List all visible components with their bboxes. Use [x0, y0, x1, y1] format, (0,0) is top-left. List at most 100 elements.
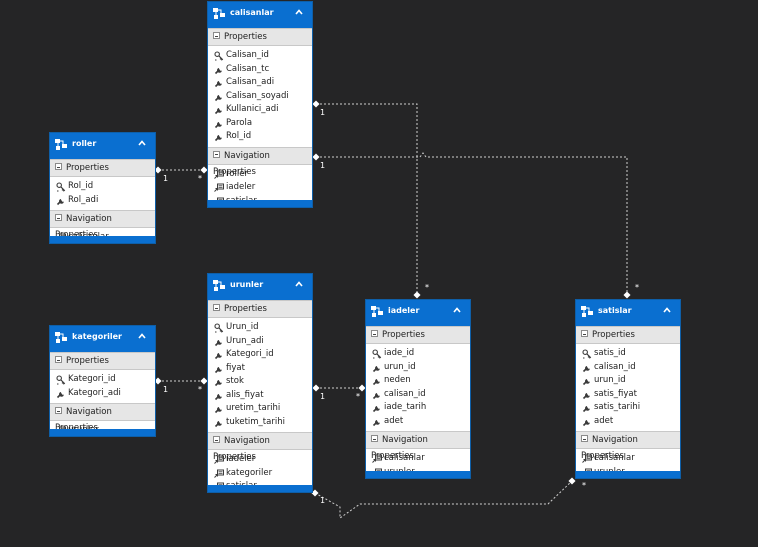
- navigation-section-header[interactable]: Navigation Properties: [50, 403, 155, 433]
- property-row[interactable]: tuketim_tarihi: [208, 416, 312, 430]
- property-row[interactable]: calisan_id: [366, 388, 470, 402]
- navigation-section-header[interactable]: Navigation Properties: [366, 431, 470, 461]
- entity-header[interactable]: iadeler: [366, 300, 470, 326]
- property-row[interactable]: Calisan_id: [208, 49, 312, 63]
- collapse-minus-icon[interactable]: [581, 435, 588, 442]
- collapse-minus-icon[interactable]: [581, 330, 588, 337]
- connector-endpoint-handle[interactable]: [200, 166, 208, 174]
- property-row[interactable]: satis_tarihi: [576, 401, 680, 415]
- property-row[interactable]: Calisan_tc: [208, 63, 312, 77]
- connector-endpoint-handle[interactable]: [154, 377, 162, 385]
- property-row[interactable]: iade_id: [366, 347, 470, 361]
- connector-endpoint-handle[interactable]: [413, 291, 421, 299]
- property-row[interactable]: uretim_tarihi: [208, 402, 312, 416]
- property-row[interactable]: satis_fiyat: [576, 388, 680, 402]
- connector-endpoint-handle[interactable]: [568, 477, 576, 485]
- navigation-section-header[interactable]: Navigation Properties: [50, 210, 155, 240]
- navigation-property-row[interactable]: calisanlar: [576, 452, 680, 466]
- property-row[interactable]: Rol_id: [208, 130, 312, 144]
- properties-section-header[interactable]: Properties: [576, 326, 680, 344]
- collapse-minus-icon[interactable]: [213, 150, 220, 158]
- property-row[interactable]: Parola: [208, 117, 312, 131]
- navigation-section-header[interactable]: Navigation Properties: [208, 146, 312, 177]
- entity-header[interactable]: kategoriler: [50, 326, 155, 352]
- property-row[interactable]: Urun_adi: [208, 335, 312, 349]
- property-row[interactable]: neden: [366, 374, 470, 388]
- kategoriler-urunler-link[interactable]: 1*: [154, 377, 208, 394]
- properties-section-header[interactable]: Properties: [50, 352, 155, 370]
- navigation-section-header[interactable]: Navigation Properties: [576, 431, 680, 461]
- connector-endpoint-handle[interactable]: [312, 100, 320, 108]
- property-row[interactable]: Calisan_soyadi: [208, 90, 312, 104]
- property-row[interactable]: fiyat: [208, 362, 312, 376]
- navigation-property-row[interactable]: iadeler: [208, 181, 312, 195]
- property-row[interactable]: Urun_id: [208, 321, 312, 335]
- navigation-section-header[interactable]: Navigation Properties: [208, 432, 312, 462]
- properties-section-header[interactable]: Properties: [208, 300, 312, 318]
- collapse-minus-icon[interactable]: [55, 214, 62, 221]
- property-row[interactable]: satis_id: [576, 347, 680, 361]
- collapse-minus-icon[interactable]: [371, 330, 378, 337]
- property-row[interactable]: adet: [576, 415, 680, 429]
- connector-endpoint-handle[interactable]: [358, 384, 366, 392]
- collapse-minus-icon[interactable]: [55, 356, 62, 363]
- navigation-section-label: Navigation Properties: [371, 435, 428, 461]
- navigation-property-row[interactable]: kategoriler: [208, 467, 312, 481]
- property-row[interactable]: Kategori_adi: [50, 387, 155, 401]
- navigation-property-row[interactable]: roller: [208, 168, 312, 182]
- entity-header[interactable]: calisanlar: [208, 2, 312, 28]
- property-row[interactable]: stok: [208, 375, 312, 389]
- properties-section-header[interactable]: Properties: [50, 159, 155, 177]
- collapse-minus-icon[interactable]: [371, 435, 378, 442]
- entity-header[interactable]: roller: [50, 133, 155, 159]
- properties-section-header[interactable]: Properties: [366, 326, 470, 344]
- collapse-minus-icon[interactable]: [55, 407, 62, 414]
- calisanlar-satislar-link[interactable]: 1*: [312, 152, 639, 299]
- connector-endpoint-handle[interactable]: [312, 384, 320, 392]
- property-row[interactable]: calisan_id: [576, 361, 680, 375]
- property-row[interactable]: Rol_adi: [50, 194, 155, 208]
- roller-calisanlar-link[interactable]: 1*: [154, 166, 208, 183]
- collapse-minus-icon[interactable]: [213, 304, 220, 311]
- connector-endpoint-handle[interactable]: [200, 377, 208, 385]
- property-row[interactable]: adet: [366, 415, 470, 429]
- entity-header[interactable]: satislar: [576, 300, 680, 326]
- collapse-chevron-up-icon[interactable]: [137, 331, 147, 341]
- urunler-satislar-link[interactable]: 1*: [311, 477, 586, 519]
- property-row[interactable]: Rol_id: [50, 180, 155, 194]
- navigation-property-row[interactable]: iadeler: [208, 453, 312, 467]
- property-row[interactable]: urun_id: [366, 361, 470, 375]
- urunler-iadeler-link[interactable]: 1*: [312, 384, 366, 401]
- collapse-minus-icon[interactable]: [213, 436, 220, 443]
- property-row[interactable]: Calisan_adi: [208, 76, 312, 90]
- property-row[interactable]: iade_tarih: [366, 401, 470, 415]
- collapse-chevron-up-icon[interactable]: [294, 7, 304, 17]
- connector-endpoint-handle[interactable]: [311, 489, 319, 497]
- connector-endpoint-handle[interactable]: [154, 166, 162, 174]
- navigation-property-row[interactable]: calisanlar: [366, 452, 470, 466]
- property-row[interactable]: Kategori_id: [208, 348, 312, 362]
- property-row[interactable]: alis_fiyat: [208, 389, 312, 403]
- collapse-chevron-up-icon[interactable]: [137, 138, 147, 148]
- collapse-minus-icon[interactable]: [55, 163, 62, 170]
- collapse-chevron-up-icon[interactable]: [452, 305, 462, 315]
- calisanlar-iadeler-link[interactable]: 1*: [312, 100, 429, 299]
- property-row[interactable]: Kullanici_adi: [208, 103, 312, 117]
- collapse-chevron-up-icon[interactable]: [294, 279, 304, 289]
- properties-section-label: Properties: [224, 304, 267, 314]
- property-row[interactable]: Kategori_id: [50, 373, 155, 387]
- connector-endpoint-handle[interactable]: [623, 291, 631, 299]
- properties-section-header[interactable]: Properties: [208, 28, 312, 46]
- entity-header[interactable]: urunler: [208, 274, 312, 300]
- connector-endpoint-handle[interactable]: [312, 153, 320, 161]
- collapse-minus-icon[interactable]: [213, 32, 220, 39]
- property-row[interactable]: urun_id: [576, 374, 680, 388]
- collapse-chevron-up-icon[interactable]: [662, 305, 672, 315]
- property-name: tuketim_tarihi: [226, 416, 285, 427]
